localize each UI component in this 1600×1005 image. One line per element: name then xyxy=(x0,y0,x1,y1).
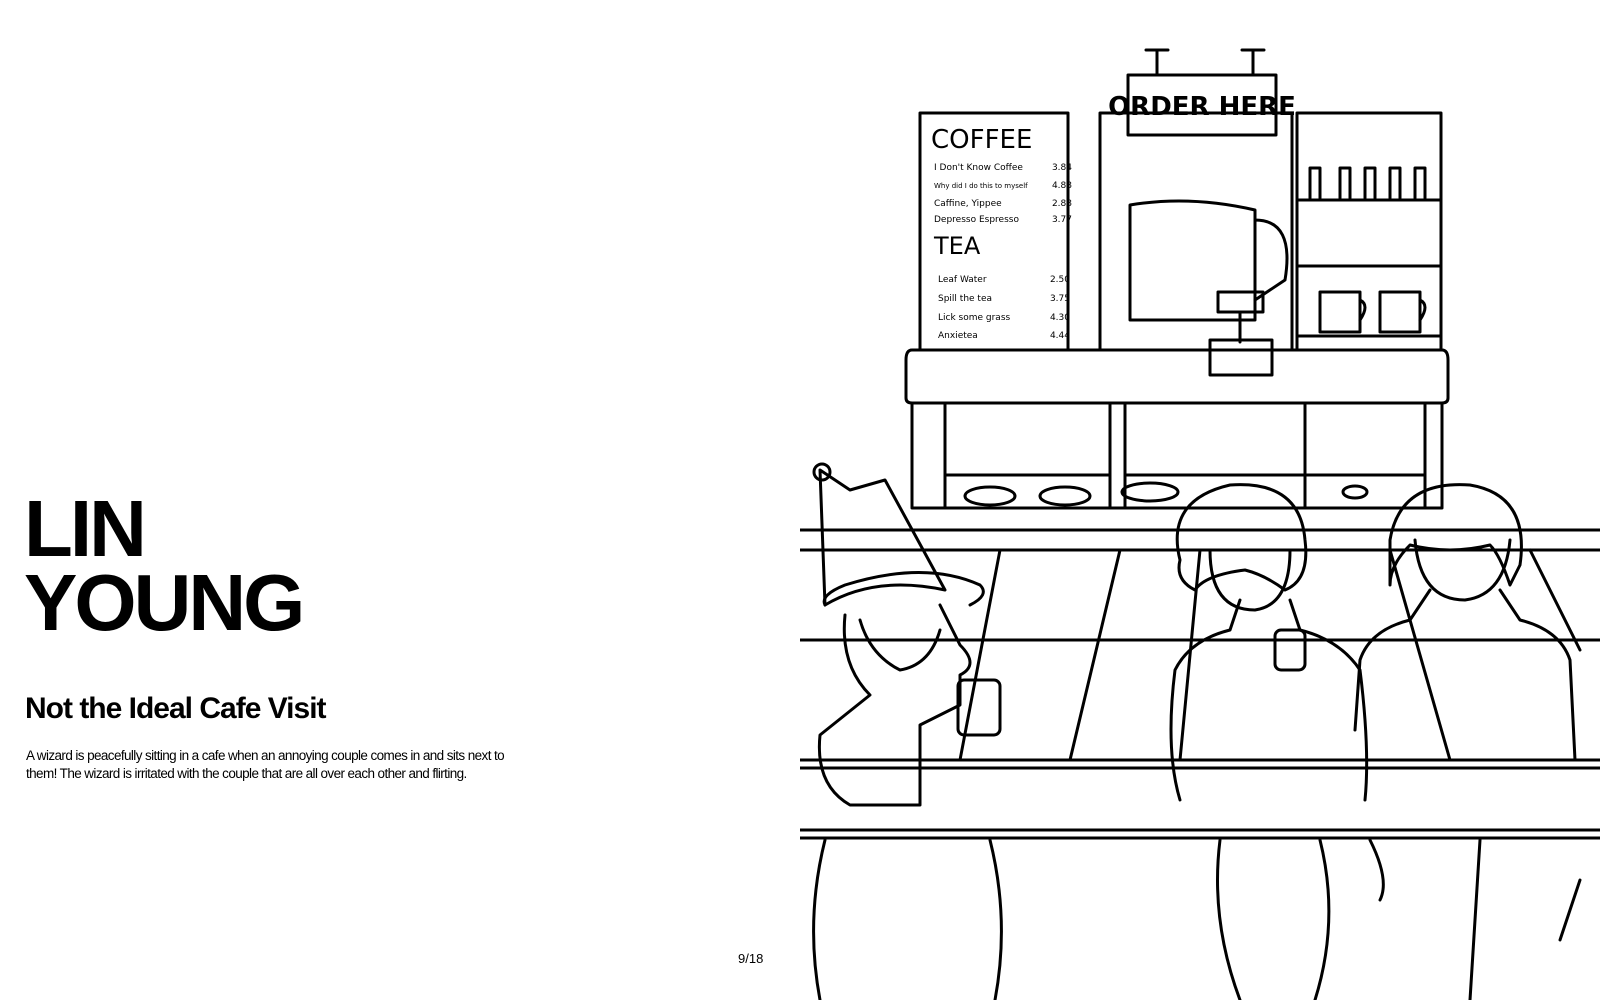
svg-text:2.88: 2.88 xyxy=(1052,199,1072,209)
author-first-name: LIN xyxy=(24,484,147,573)
menu-text: COFFEE I Don't Know Coffee 3.84 Why did I… xyxy=(931,125,1072,341)
svg-text:Spill the tea: Spill the tea xyxy=(938,294,992,304)
spiky-haired-character xyxy=(1353,483,1582,1002)
order-sign-text: ORDER HERE xyxy=(1108,92,1296,122)
page-number: 9/18 xyxy=(738,951,764,966)
svg-text:Lick some grass: Lick some grass xyxy=(938,313,1011,323)
wizard-character xyxy=(812,462,1003,1002)
svg-text:3.84: 3.84 xyxy=(1052,163,1072,173)
svg-text:COFFEE: COFFEE xyxy=(931,125,1032,155)
order-sign xyxy=(1126,73,1278,137)
svg-text:Anxietea: Anxietea xyxy=(938,331,978,341)
svg-text:4.30: 4.30 xyxy=(1050,313,1070,323)
story-title: Not the Ideal Cafe Visit xyxy=(25,692,327,725)
svg-text:3.77: 3.77 xyxy=(1052,215,1072,225)
svg-text:Depresso Espresso: Depresso Espresso xyxy=(934,215,1019,225)
svg-text:Why did I do this to myself: Why did I do this to myself xyxy=(934,182,1028,190)
svg-text:Caffine, Yippee: Caffine, Yippee xyxy=(934,199,1002,209)
svg-text:4.88: 4.88 xyxy=(1052,181,1072,191)
author-name: LIN YOUNG xyxy=(24,484,305,647)
svg-text:Leaf Water: Leaf Water xyxy=(938,275,987,285)
cafe-illustration: ORDER HERE COFFEE I Don't Know Coffee 3.8… xyxy=(783,40,1600,1005)
bottles xyxy=(1308,166,1427,200)
pastries xyxy=(963,481,1369,507)
story-description: A wizard is peacefully sitting in a cafe… xyxy=(26,748,505,781)
svg-text:TEA: TEA xyxy=(933,232,981,260)
svg-text:4.44: 4.44 xyxy=(1050,331,1070,341)
svg-text:2.50: 2.50 xyxy=(1050,275,1070,285)
svg-text:3.75: 3.75 xyxy=(1050,294,1070,304)
author-last-name: YOUNG xyxy=(24,558,305,647)
svg-text:I Don't Know Coffee: I Don't Know Coffee xyxy=(934,163,1023,173)
